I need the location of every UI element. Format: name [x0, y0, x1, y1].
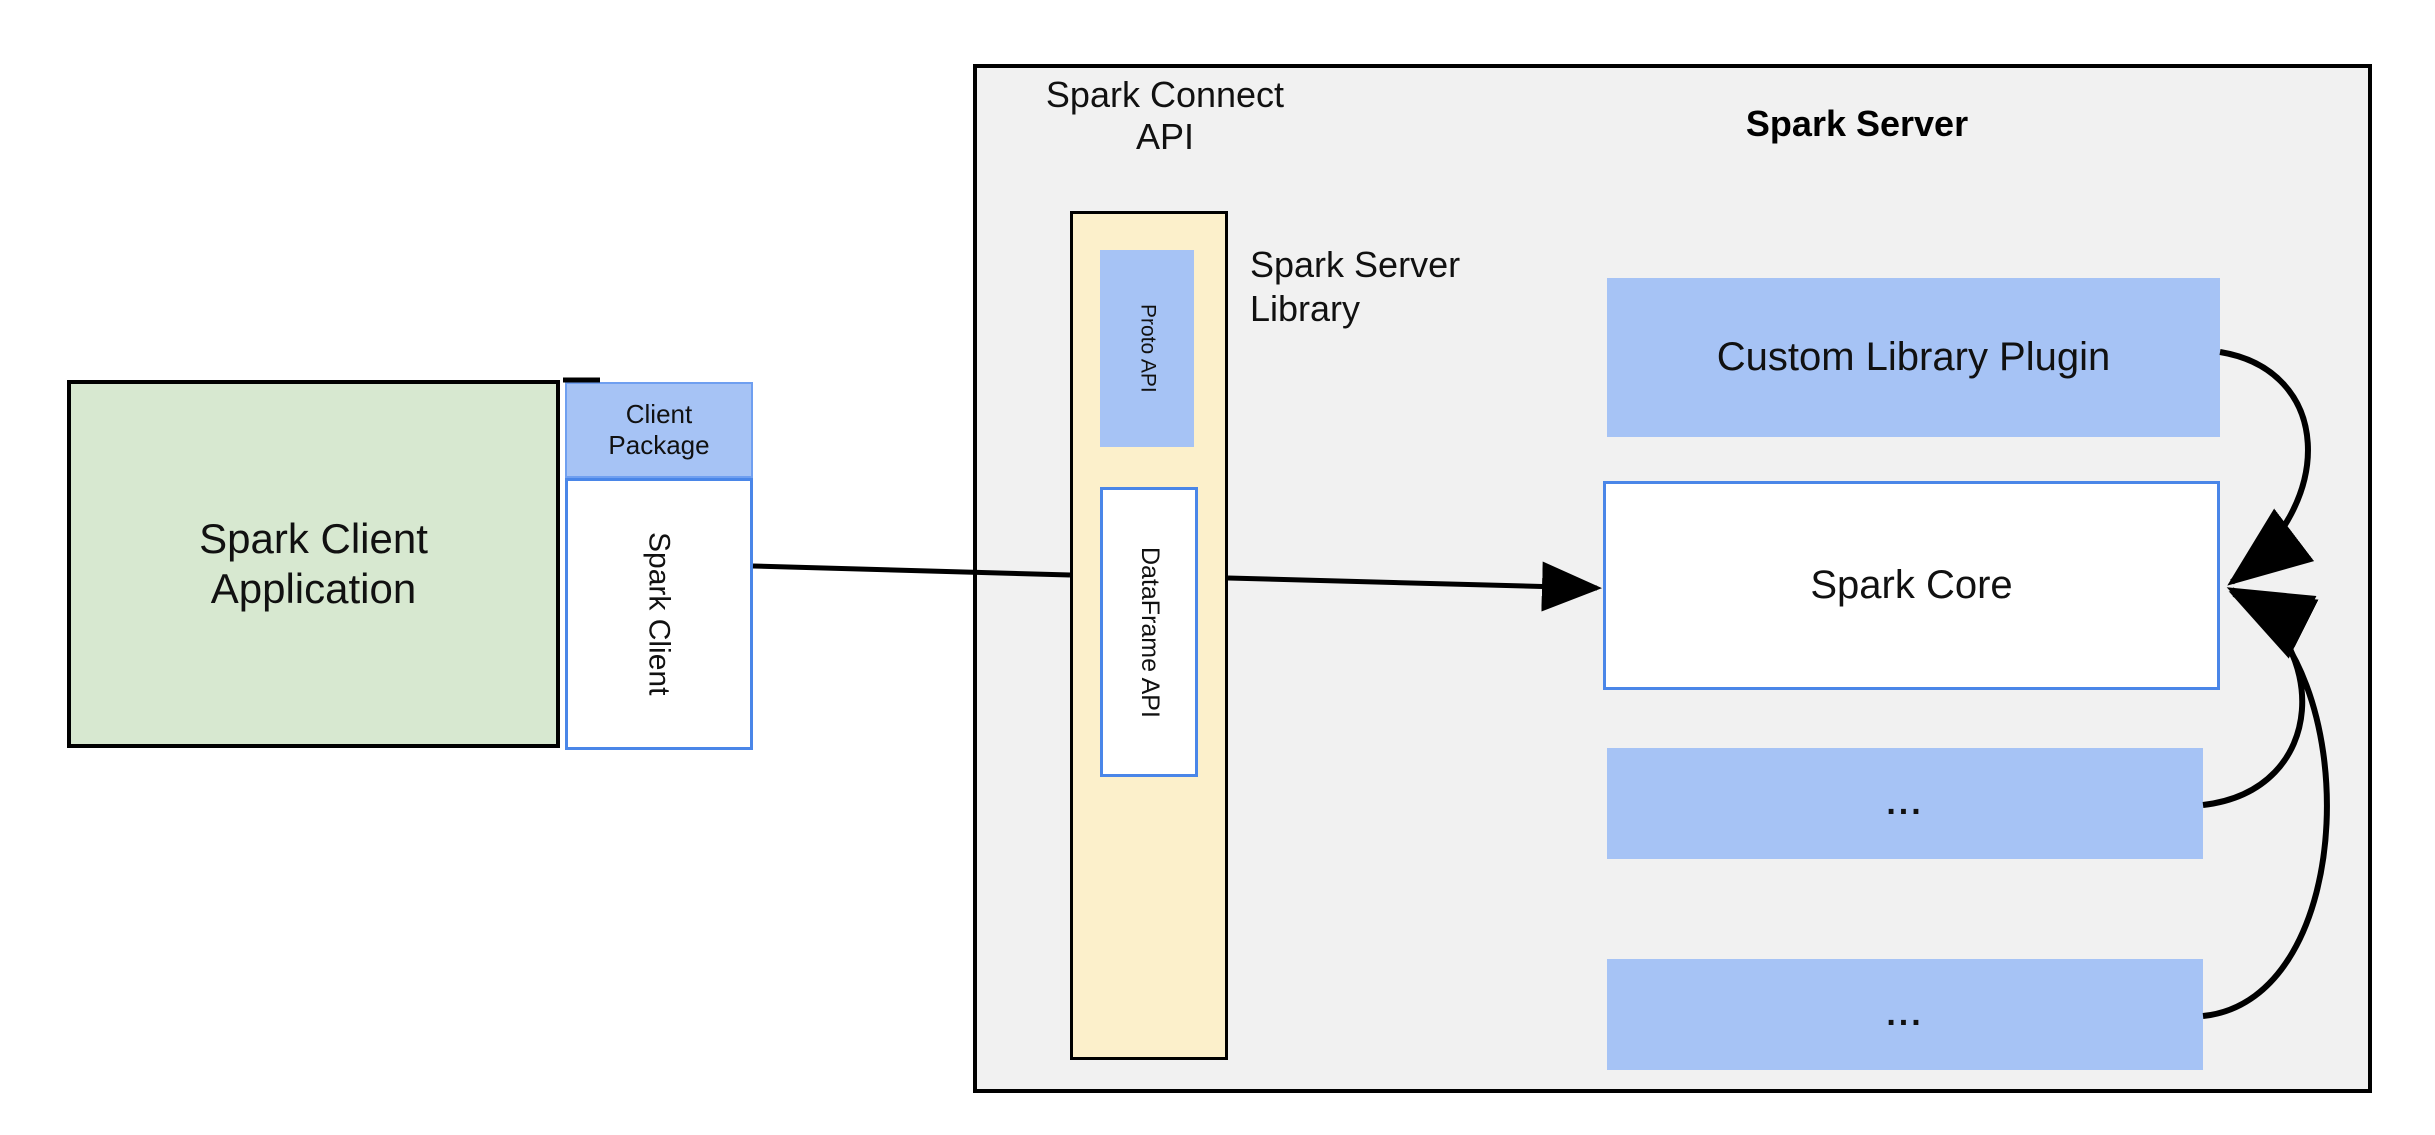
- client-package-label: Client Package: [608, 399, 709, 460]
- spark-client-application-label-line2: Application: [210, 565, 417, 612]
- client-package-label-line1: Client: [625, 399, 693, 430]
- spark-client-label: Spark Client: [642, 532, 676, 696]
- spark-server-library-label-line2: Library: [1250, 287, 1361, 329]
- dataframe-api-box[interactable]: DataFrame API: [1100, 487, 1198, 777]
- spark-client-application-label: Spark Client Application: [199, 514, 428, 613]
- custom-library-plugin-label: Custom Library Plugin: [1716, 334, 2111, 379]
- spark-server-library-label-line1: Spark Server: [1250, 244, 1461, 285]
- server-module-ellipsis-1-label: ...: [1886, 784, 1924, 823]
- dataframe-api-label: DataFrame API: [1135, 546, 1164, 718]
- client-package-box[interactable]: Client Package: [565, 382, 753, 478]
- client-package-label-line2: Package: [608, 430, 710, 460]
- server-module-ellipsis-1[interactable]: ...: [1607, 748, 2203, 859]
- spark-client-application-label-line1: Spark Client: [199, 515, 428, 563]
- spark-connect-api-label: Spark Connect API: [1022, 68, 1308, 164]
- spark-core-label: Spark Core: [1810, 562, 2013, 607]
- spark-server-library-label: Spark Server Library: [1250, 243, 1550, 339]
- server-module-ellipsis-2-label: ...: [1886, 995, 1924, 1034]
- spark-client-box[interactable]: Spark Client: [565, 478, 753, 750]
- custom-library-plugin-box[interactable]: Custom Library Plugin: [1607, 278, 2220, 437]
- proto-api-box[interactable]: Proto API: [1100, 250, 1194, 447]
- spark-client-application-box[interactable]: Spark Client Application: [67, 380, 560, 748]
- spark-connect-api-label-line2: API: [1135, 116, 1194, 157]
- spark-core-box[interactable]: Spark Core: [1603, 481, 2220, 690]
- spark-connect-api-label-line1: Spark Connect: [1045, 73, 1285, 115]
- server-module-ellipsis-2[interactable]: ...: [1607, 959, 2203, 1070]
- spark-server-title: Spark Server: [1745, 102, 1969, 144]
- proto-api-label: Proto API: [1136, 304, 1160, 393]
